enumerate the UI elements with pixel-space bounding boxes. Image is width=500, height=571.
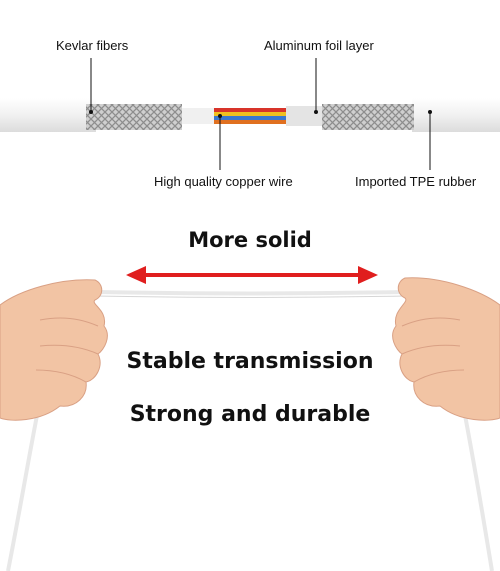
cable-strand (94, 290, 406, 296)
tagline-stable: Stable transmission (126, 349, 374, 374)
copper-wire-strand (214, 120, 286, 124)
tagline-durable: Strong and durable (129, 402, 371, 427)
left-hand (0, 279, 108, 421)
right-hand (392, 277, 500, 421)
inner-sleeve (182, 108, 216, 124)
cable-cutaway-diagram (0, 58, 500, 170)
copper-wire-strand (214, 112, 286, 116)
kevlar-braid-left (86, 104, 182, 130)
tpe-label: Imported TPE rubber (355, 174, 477, 189)
aluminum-label: Aluminum foil layer (264, 38, 374, 53)
headline: More solid (188, 228, 312, 252)
kevlar-label: Kevlar fibers (56, 38, 129, 53)
pull-test-scene (0, 266, 500, 571)
cable-jacket-left (0, 98, 96, 132)
copper-label: High quality copper wire (154, 174, 293, 189)
kevlar-braid-right (322, 104, 414, 130)
copper-wire-strand (214, 108, 286, 112)
cable-jacket-right (412, 98, 500, 132)
double-arrow-icon (126, 266, 378, 284)
aluminum-foil (286, 106, 322, 126)
copper-wire-strand (214, 116, 286, 120)
copper-wires (214, 108, 286, 124)
